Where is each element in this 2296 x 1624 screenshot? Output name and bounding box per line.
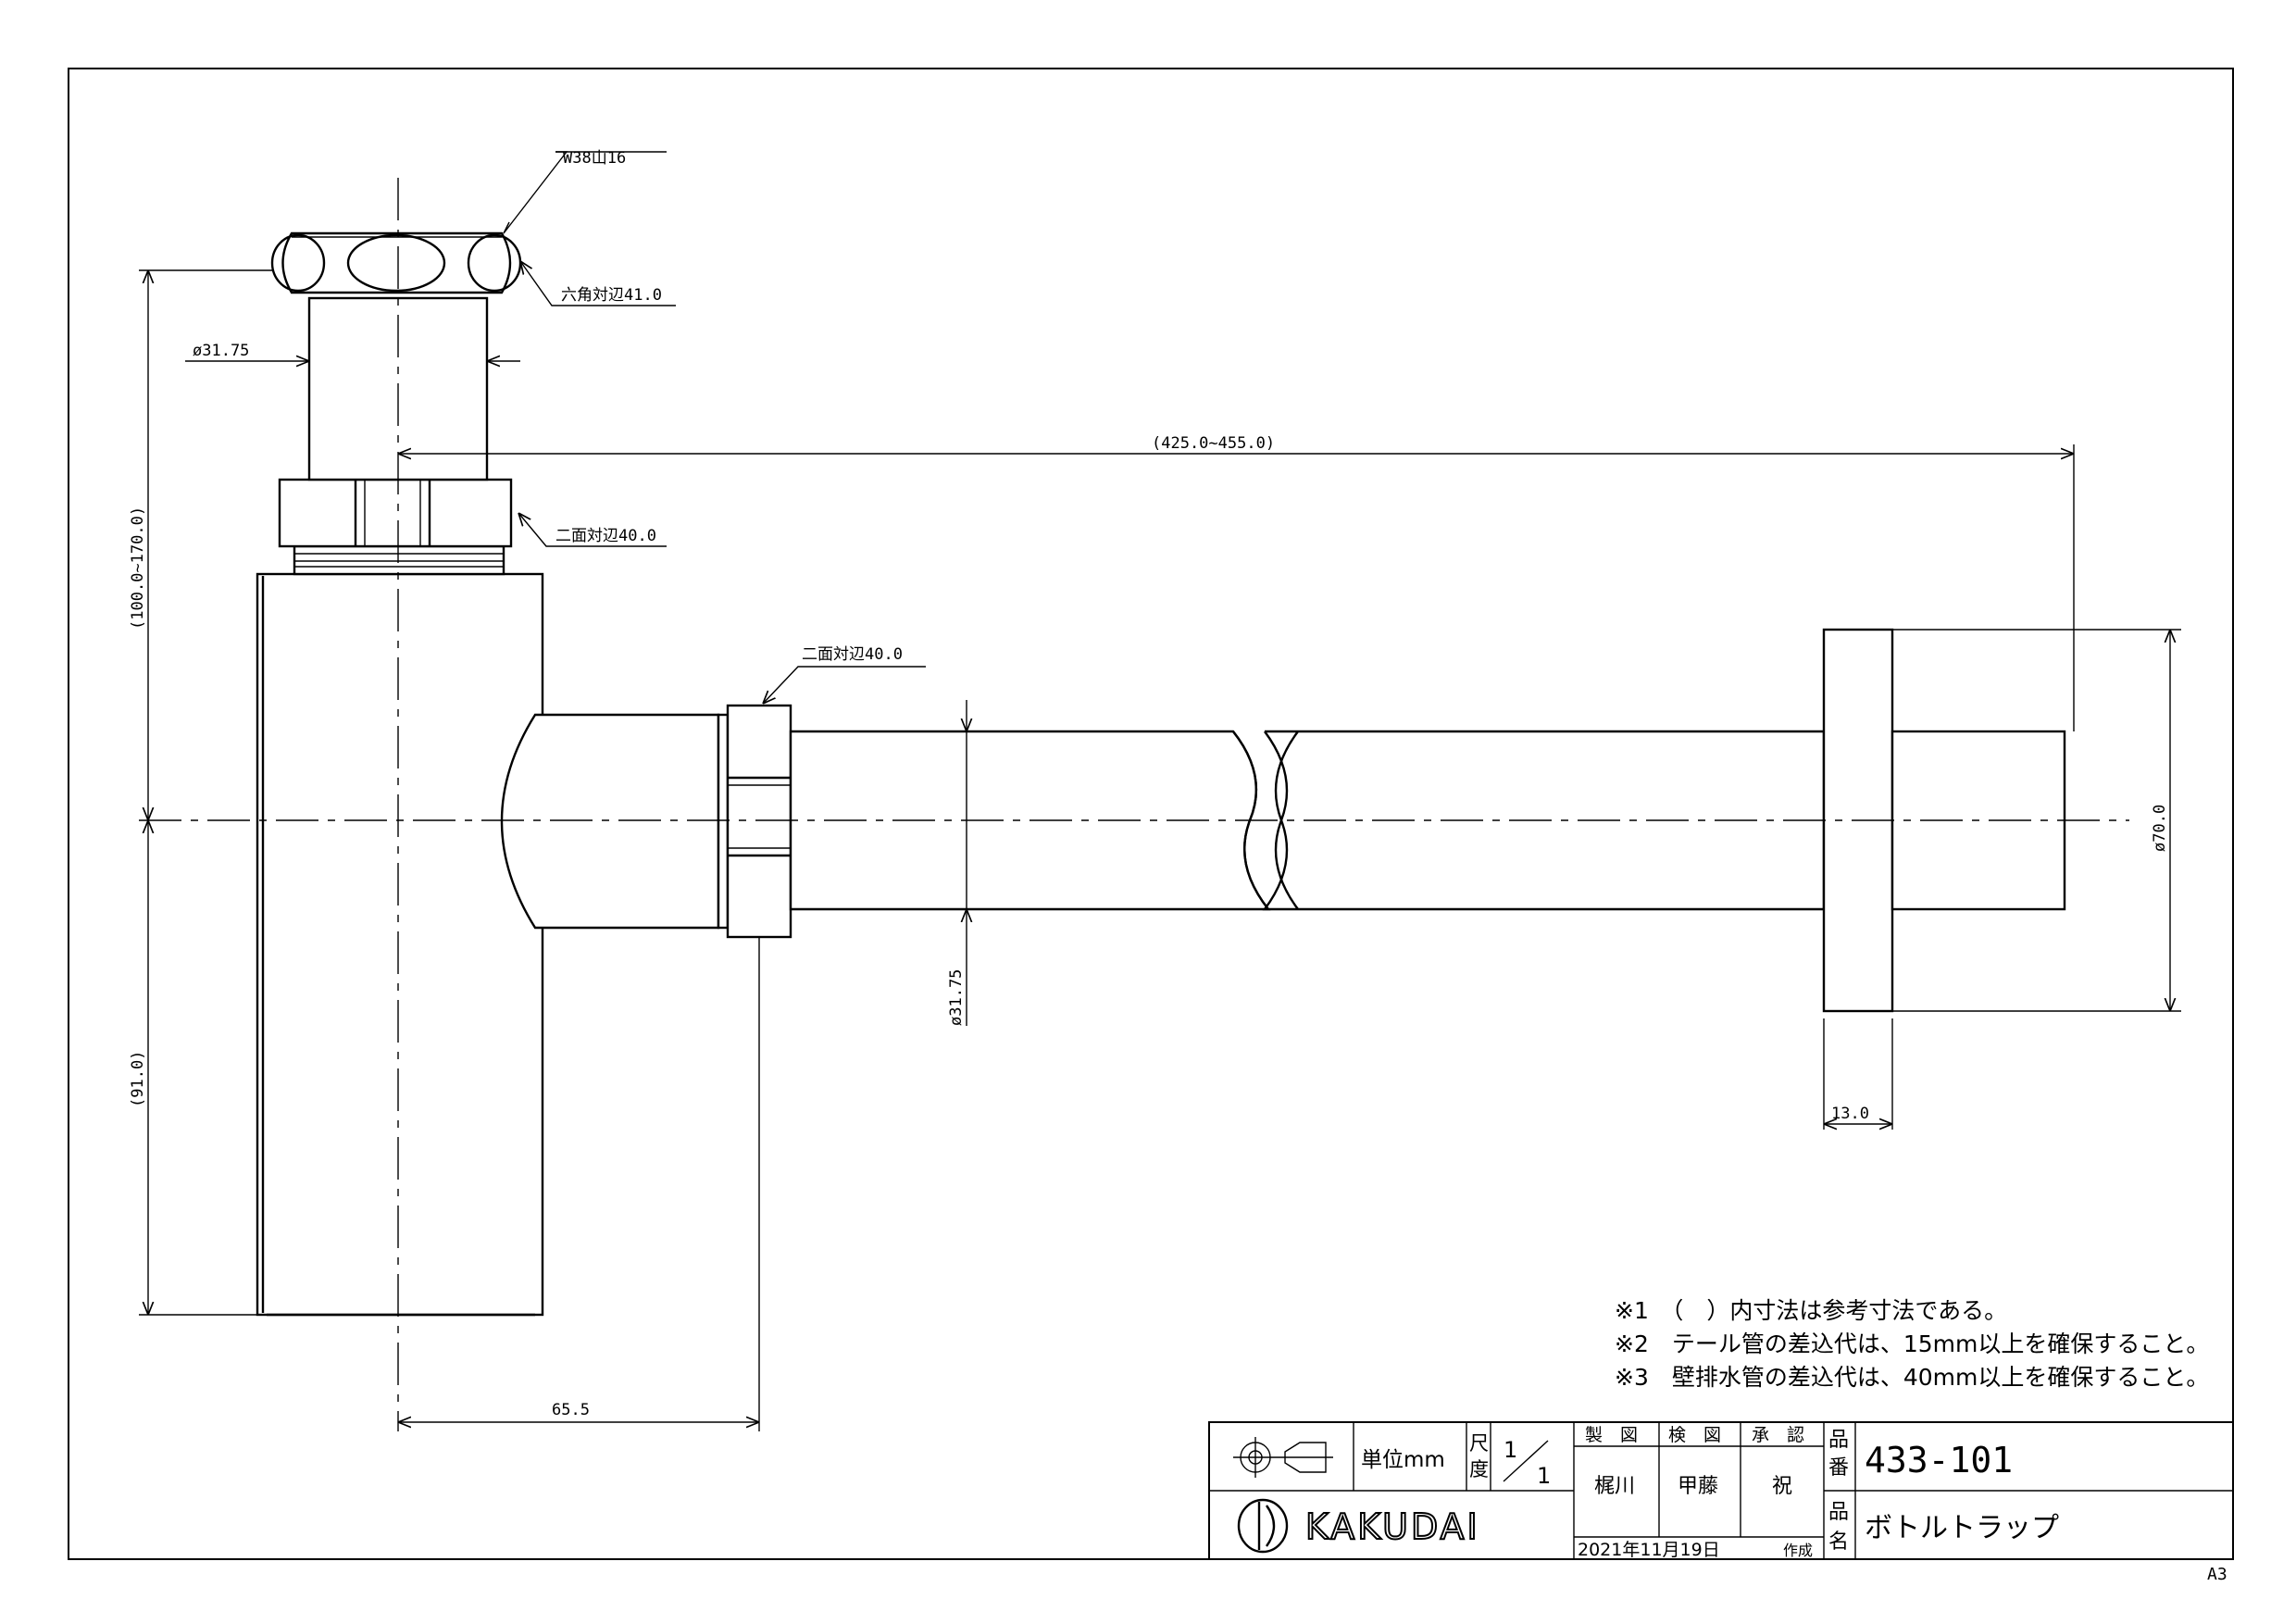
creation-date-suffix: 作成 (1783, 1542, 1813, 1559)
part-name-label-2: 名 (1828, 1530, 1849, 1554)
approved-label: 承 認 (1752, 1425, 1804, 1445)
trap-body (256, 231, 2066, 1317)
checked-label: 検 図 (1668, 1425, 1721, 1445)
scale-label-2: 度 (1469, 1458, 1489, 1480)
title-block: 単位mm 尺 度 1 1 製 図 検 図 承 認 梶川 甲藤 祝 2021年11… (1208, 1421, 2234, 1560)
height-upper-label: (100.0~170.0) (129, 506, 147, 630)
part-no-label-1: 品 (1828, 1429, 1849, 1452)
two-face-top-label: 二面対辺40.0 (555, 527, 656, 545)
note-1: ※1 （ ）内寸法は参考寸法である。 (1615, 1297, 2007, 1324)
projection-symbol-icon (1233, 1437, 1333, 1478)
offset-label: 65.5 (552, 1401, 590, 1419)
pipe-diameter-top-label: ø31.75 (193, 342, 249, 360)
drawn-by: 梶川 (1594, 1475, 1635, 1498)
note-2: ※2 テール管の差込代は、15mm以上を確保すること。 (1615, 1330, 2209, 1357)
company-name: KAKUDAI (1305, 1506, 1480, 1547)
two-face-side-label: 二面対辺40.0 (802, 645, 903, 664)
scale-label-1: 尺 (1469, 1432, 1489, 1455)
hex-width-label: 六角対辺41.0 (561, 286, 662, 305)
drawing-frame (68, 68, 2234, 1560)
scale-denominator: 1 (1537, 1463, 1551, 1489)
kakudai-logo-icon (1237, 1498, 1289, 1554)
part-name: ボトルトラップ (1865, 1512, 2059, 1544)
approved-by: 祝 (1772, 1475, 1792, 1498)
height-lower-label: (91.0) (129, 1051, 147, 1107)
pipe-diameter-side-label: ø31.75 (947, 969, 966, 1026)
span-label: (425.0~455.0) (1152, 434, 1275, 453)
sheet-size-label: A3 (2207, 1565, 2227, 1584)
center-lines (139, 178, 2129, 1431)
creation-date: 2021年11月19日 (1578, 1540, 1720, 1560)
note-3: ※3 壁排水管の差込代は、40mm以上を確保すること。 (1615, 1364, 2209, 1391)
part-name-label-1: 品 (1828, 1501, 1849, 1524)
drawn-label: 製 図 (1585, 1425, 1638, 1445)
flange-diameter-label: ø70.0 (2151, 805, 2169, 852)
notes-block: ※1 （ ）内寸法は参考寸法である。 ※2 テール管の差込代は、15mm以上を確… (1615, 1297, 2209, 1391)
thread-label: W38山16 (563, 149, 626, 168)
checked-by: 甲藤 (1678, 1475, 1718, 1498)
part-number: 433-101 (1865, 1440, 2013, 1480)
scale-numerator: 1 (1504, 1437, 1517, 1463)
part-no-label-2: 番 (1828, 1456, 1849, 1480)
dimension-lines (139, 151, 2181, 1431)
unit-label: 単位mm (1361, 1448, 1445, 1472)
flange-thickness-label: 13.0 (1831, 1105, 1869, 1123)
